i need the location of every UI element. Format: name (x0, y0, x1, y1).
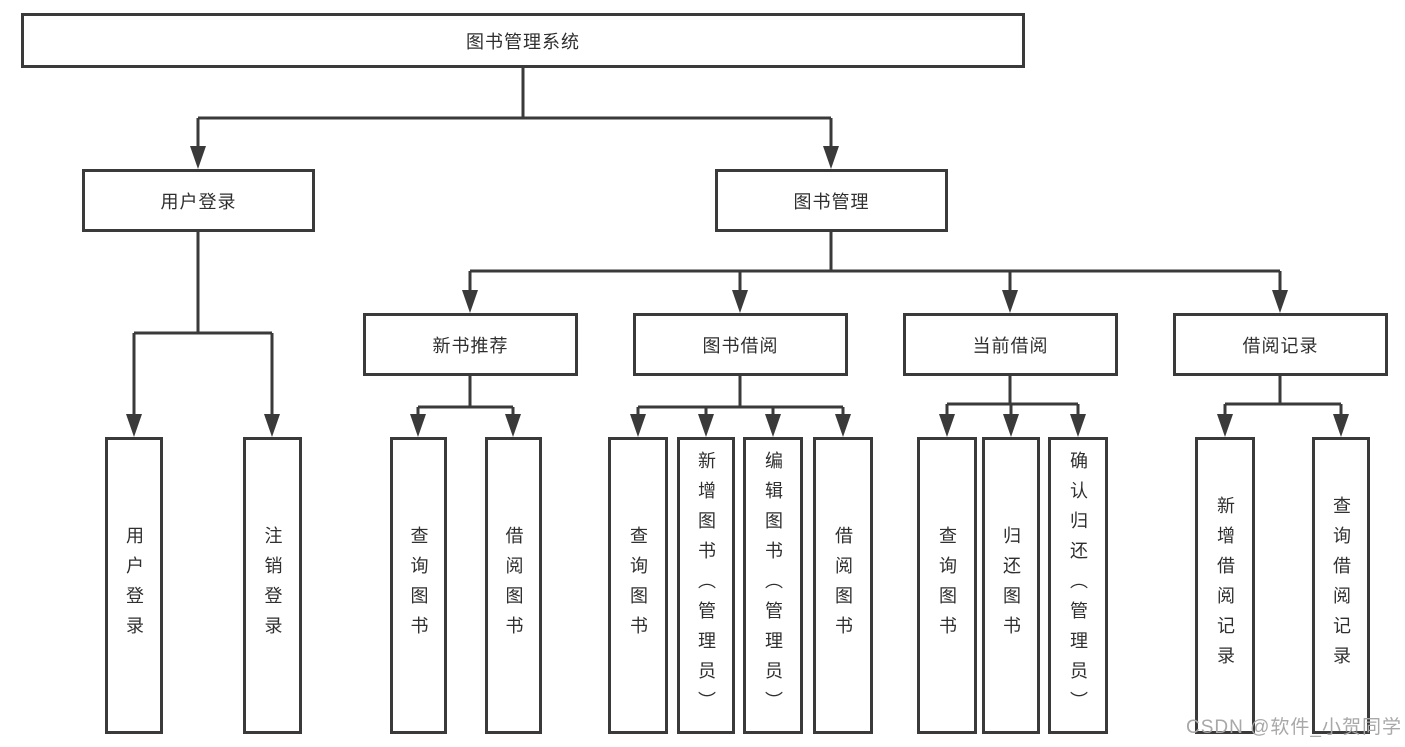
node-label: 当前借阅 (972, 335, 1049, 356)
node-new-book-recommend: 新书推荐 (363, 313, 578, 376)
edge-user-login-children (126, 232, 280, 437)
node-label: 图书管理系统 (466, 31, 580, 52)
node-library-management-system: 图书管理系统 (21, 13, 1025, 68)
node-confirm-return-admin: 确认归还（管理员） (1048, 437, 1108, 734)
node-label: 用户登录 (124, 525, 144, 646)
node-return-books: 归还图书 (982, 437, 1040, 734)
edge-book-management-children (462, 232, 1288, 313)
node-add-borrow-record: 新增借阅记录 (1195, 437, 1255, 734)
node-label: 注销登录 (262, 525, 283, 646)
node-label: 新书推荐 (432, 335, 509, 356)
edge-root-to-branches (190, 68, 839, 169)
node-label: 查询借阅记录 (1331, 495, 1351, 676)
node-query-books-borrow: 查询图书 (608, 437, 668, 734)
node-book-management: 图书管理 (715, 169, 948, 232)
node-user-login: 用户登录 (82, 169, 315, 232)
node-edit-book-admin: 编辑图书（管理员） (743, 437, 803, 734)
edge-records-children (1217, 376, 1349, 437)
node-label: 查询图书 (408, 525, 429, 646)
edge-borrow-children (630, 376, 851, 437)
node-borrow-books-recommend: 借阅图书 (485, 437, 542, 734)
node-query-books-current: 查询图书 (917, 437, 977, 734)
node-label: 查询图书 (937, 525, 957, 646)
node-book-borrowing: 图书借阅 (633, 313, 848, 376)
node-query-books-recommend: 查询图书 (390, 437, 447, 734)
node-label: 新增图书（管理员） (696, 450, 716, 721)
node-borrow-books-leaf: 借阅图书 (813, 437, 873, 734)
node-query-borrow-record: 查询借阅记录 (1312, 437, 1370, 734)
node-label: 借阅图书 (833, 525, 853, 646)
node-label: 归还图书 (1001, 525, 1021, 646)
node-label: 确认归还（管理员） (1068, 450, 1088, 721)
node-user-login-leaf: 用户登录 (105, 437, 163, 734)
watermark-text: CSDN @软件_小贺同学 (1186, 717, 1402, 738)
edge-recommend-children (410, 376, 521, 437)
node-label: 借阅记录 (1242, 335, 1319, 356)
node-current-borrowing: 当前借阅 (903, 313, 1118, 376)
node-label: 用户登录 (160, 191, 237, 212)
node-label: 编辑图书（管理员） (763, 450, 783, 721)
node-label: 新增借阅记录 (1215, 495, 1235, 676)
node-label: 查询图书 (628, 525, 648, 646)
node-add-book-admin: 新增图书（管理员） (677, 437, 735, 734)
node-label: 借阅图书 (503, 525, 524, 646)
edge-current-children (939, 376, 1086, 437)
node-logout: 注销登录 (243, 437, 302, 734)
node-label: 图书管理 (793, 191, 870, 212)
node-borrowing-records: 借阅记录 (1173, 313, 1388, 376)
node-label: 图书借阅 (702, 335, 779, 356)
